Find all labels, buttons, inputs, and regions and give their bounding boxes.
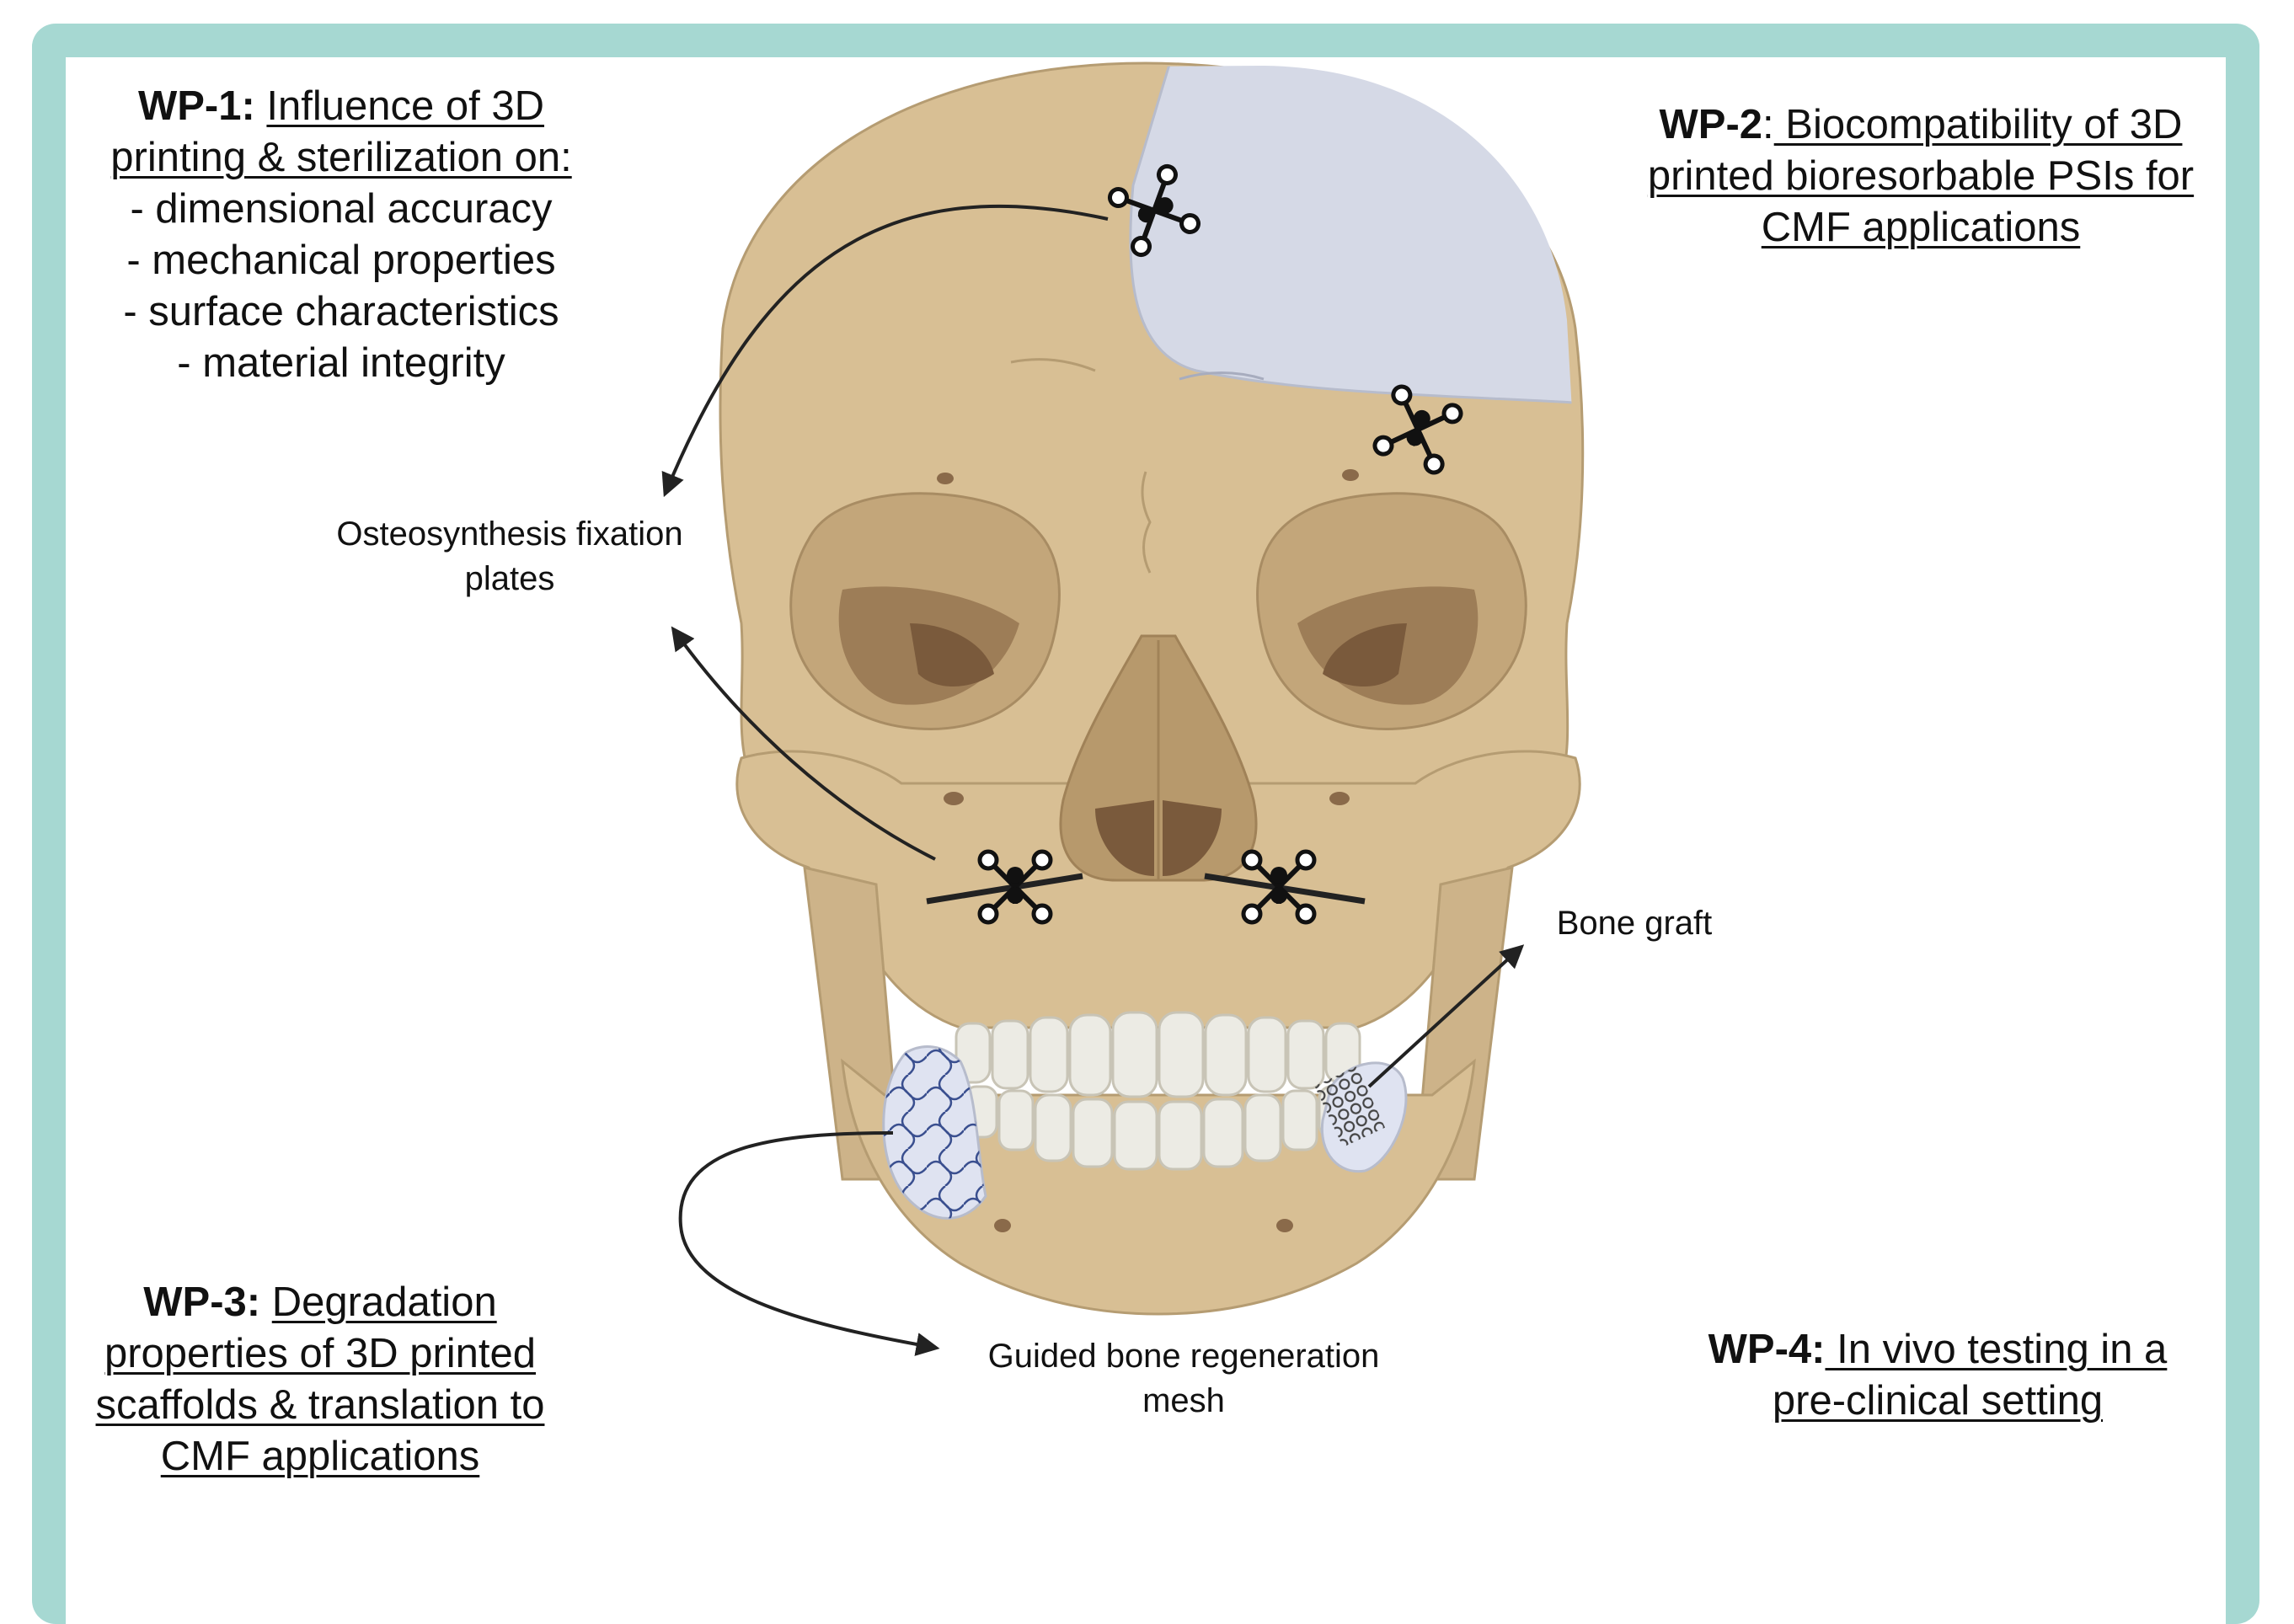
wp2-title-line3: CMF applications [1762,205,2081,250]
wp1-title-line2: printing & sterilization on: [110,135,571,180]
wp1-item: - dimensional accuracy [76,184,607,235]
wp1-item: - material integrity [76,338,607,389]
wp4-tag: WP-4: [1708,1327,1826,1372]
teeth [956,1012,1360,1169]
wp1-panel: WP-1: Influence of 3D printing & sterili… [76,81,607,389]
wp3-title-line3: scaffolds & translation to [96,1382,545,1428]
wp4-panel: WP-4: In vivo testing in a pre-clinical … [1651,1324,2224,1427]
wp3-title-line2: properties of 3D printed [104,1331,536,1376]
wp3-title-line1: Degradation [272,1279,497,1325]
wp1-item: - mechanical properties [76,235,607,286]
wp1-tag: WP-1: [138,83,255,129]
wp2-title-line1: Biocompatibility of 3D [1774,102,2183,147]
wp4-title-line1: In vivo testing in a [1825,1327,2167,1372]
wp3-panel: WP-3: Degradation properties of 3D print… [59,1277,581,1482]
mesh-label-line1: Guided bone regeneration [944,1334,1424,1379]
wp1-title-line1: Influence of 3D [266,83,544,129]
wp2-title-line2: printed bioresorbable PSIs for [1648,153,2194,199]
fixation-label-line1: Osteosynthesis fixation [303,512,716,557]
wp3-title-line4: CMF applications [161,1434,480,1479]
wp3-tag: WP-3: [143,1279,260,1325]
bone-graft-label: Bone graft [1525,901,1744,946]
cranial-implant [1131,59,1601,404]
mesh-label-line2: mesh [944,1379,1424,1424]
wp2-tag: WP-2 [1660,102,1763,147]
wp2-sep: : [1762,102,1774,147]
wp4-title-line2: pre-clinical setting [1773,1378,2103,1424]
wp1-item: - surface characteristics [76,286,607,338]
fixation-plates-label: Osteosynthesis fixation plates [303,512,716,601]
wp2-panel: WP-2: Biocompatibility of 3D printed bio… [1609,99,2233,254]
bone-graft-text: Bone graft [1525,901,1744,946]
mesh-label: Guided bone regeneration mesh [944,1334,1424,1424]
fixation-label-line2: plates [303,557,716,601]
